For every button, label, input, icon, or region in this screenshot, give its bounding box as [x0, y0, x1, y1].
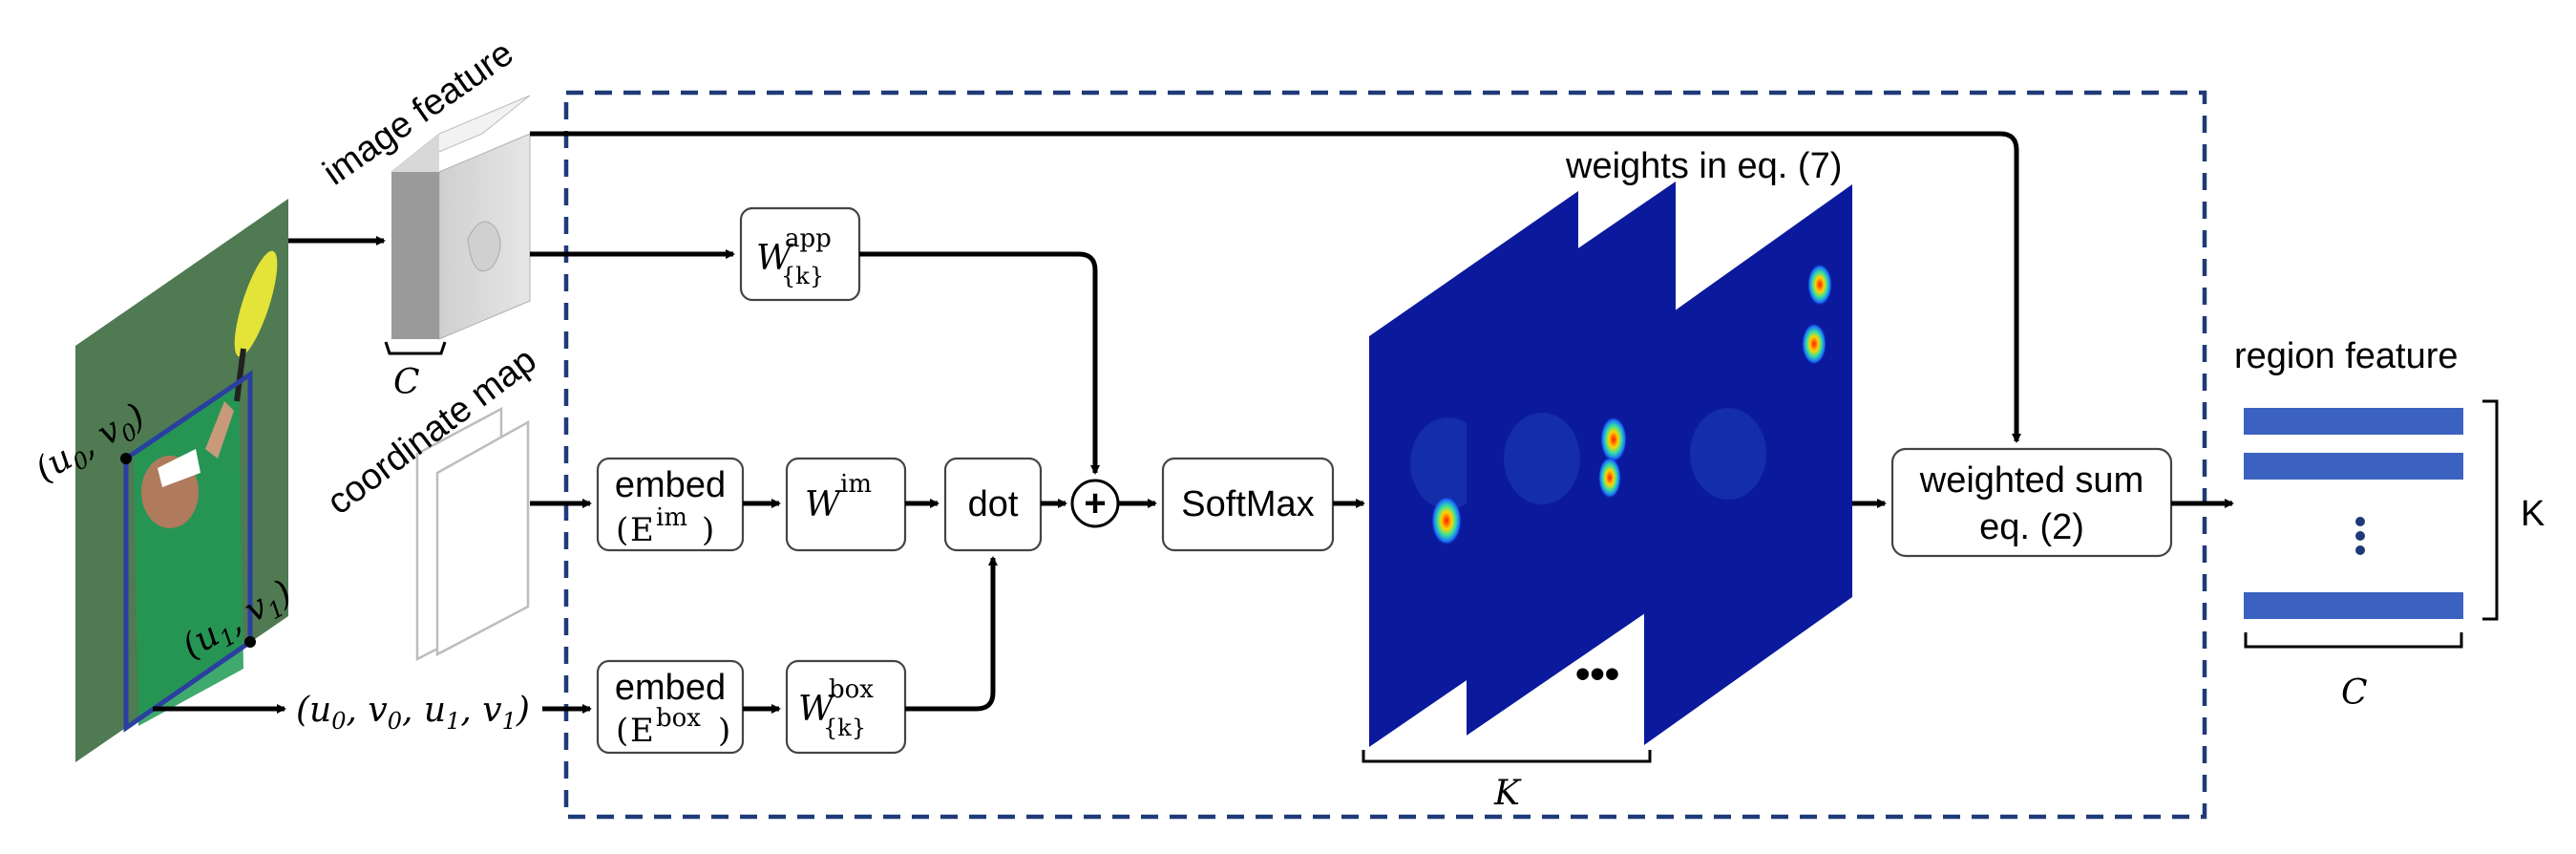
- weights-title: weights in eq. (7): [1565, 146, 1842, 186]
- weighted-sum-box: weighted sum eq. (2): [1890, 447, 2173, 558]
- region-feature-bars: [2244, 408, 2463, 619]
- svg-text:{k}: {k}: [823, 715, 866, 741]
- svg-text:im: im: [656, 503, 687, 532]
- dim-k-right-label: K: [2521, 494, 2544, 534]
- svg-text:eq. (2): eq. (2): [1979, 507, 2084, 547]
- softmax-box: SoftMax: [1161, 457, 1335, 552]
- svg-text:(: (: [616, 712, 628, 750]
- dim-k-bottom-label: K: [1493, 774, 1522, 813]
- svg-text:E: E: [630, 712, 654, 750]
- svg-text:app: app: [785, 224, 832, 253]
- region-feature-label: region feature: [2234, 336, 2459, 376]
- heatmap-3: [1644, 184, 1852, 745]
- arrows: [153, 131, 2234, 714]
- heatmap-2: [1467, 181, 1676, 736]
- w-im-box: W im: [785, 457, 907, 552]
- embed-im-box: embed ( E im ): [596, 457, 745, 552]
- svg-text:SoftMax: SoftMax: [1181, 484, 1314, 524]
- brace-c-top: [384, 341, 447, 355]
- svg-text:box: box: [829, 675, 874, 704]
- coordinate-map: [415, 406, 530, 662]
- svg-text:+: +: [1084, 482, 1106, 524]
- dim-c-top-label: C: [393, 363, 420, 402]
- svg-text:W: W: [756, 239, 794, 278]
- svg-text:im: im: [840, 470, 872, 499]
- svg-text:embed: embed: [615, 668, 726, 708]
- svg-text:W: W: [805, 485, 843, 524]
- svg-text:dot: dot: [968, 484, 1019, 524]
- ellipsis-dots: •••: [1575, 651, 1619, 697]
- w-box-box: W box {k}: [785, 659, 907, 755]
- brace-k-right: [2482, 399, 2499, 621]
- svg-text:embed: embed: [615, 465, 726, 505]
- input-photo: [75, 199, 288, 762]
- corner-point-u1v1: [244, 636, 256, 648]
- brace-c-bottom: [2244, 632, 2463, 649]
- attention-weight-maps: •••: [1369, 181, 1852, 747]
- svg-text:{k}: {k}: [781, 263, 824, 289]
- svg-text:box: box: [656, 704, 701, 733]
- dim-c-bottom-label: C: [2341, 673, 2368, 713]
- corner-point-u0v0: [120, 453, 132, 464]
- box-coords-label: (u0, v0, u1, v1): [296, 691, 530, 735]
- svg-text:E: E: [630, 511, 654, 549]
- image-feature-block: [391, 95, 531, 340]
- svg-text:weighted sum: weighted sum: [1919, 460, 2143, 501]
- svg-text:): ): [718, 712, 730, 750]
- svg-text:W: W: [798, 690, 836, 729]
- dashed-container: [563, 90, 2207, 820]
- svg-text:): ): [702, 511, 714, 549]
- svg-text:(: (: [616, 511, 628, 549]
- embed-box-box: embed ( E box ): [596, 659, 745, 755]
- dot-box: dot: [943, 457, 1043, 552]
- brace-k-bottom: [1362, 750, 1652, 763]
- plus-node: +: [1070, 479, 1120, 528]
- w-app-box: W app {k}: [739, 206, 861, 302]
